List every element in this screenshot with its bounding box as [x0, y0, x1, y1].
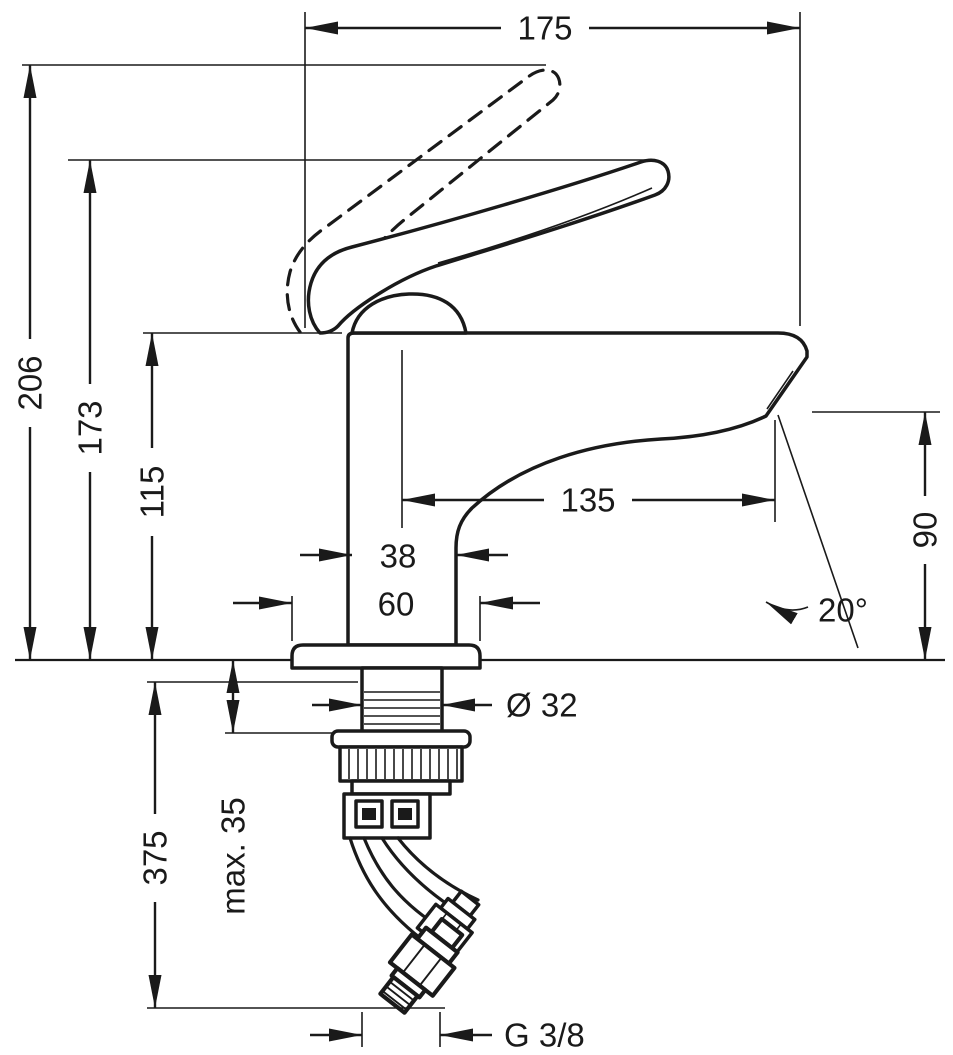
- dim-label-38: 38: [380, 538, 417, 575]
- mounting-nut: [338, 745, 464, 796]
- nut-knurl-lines: [348, 749, 458, 779]
- dim-label-max35: max. 35: [215, 797, 252, 914]
- dim-hose-connection: G 3/8: [310, 1012, 585, 1054]
- bracket-insert-right: [398, 808, 412, 820]
- aerator-face-line: [766, 370, 794, 410]
- dim-max-mounting-thickness: max. 35: [215, 660, 334, 915]
- dim-overall-height: 206: [12, 64, 546, 660]
- cartridge-dome: [350, 292, 468, 335]
- cartridge-dome-outline: [350, 292, 468, 335]
- dim-hose-length: 375: [137, 681, 445, 1009]
- dim-label-dia32: Ø 32: [506, 687, 578, 724]
- dim-body-width: 38: [300, 538, 508, 575]
- dim-spout-reach: 135: [401, 350, 776, 528]
- dim-label-206: 206: [12, 355, 49, 410]
- dim-label-375: 375: [137, 830, 174, 885]
- nut-step-outline: [350, 779, 452, 796]
- base-plate: [290, 643, 482, 670]
- dim-base-width: 60: [233, 586, 540, 641]
- angle-reference-line: [777, 414, 859, 649]
- mounting-washer: [330, 729, 472, 749]
- washer-outline: [330, 729, 472, 749]
- bracket-insert-left: [362, 808, 376, 820]
- dim-label-173: 173: [72, 400, 109, 455]
- hose-2-edge2: [348, 836, 430, 946]
- faucet-object: [285, 68, 809, 1015]
- hose-connector-lower: [378, 916, 465, 1015]
- hose-1-edge: [396, 836, 480, 902]
- dim-shank-diameter: Ø 32: [312, 687, 578, 724]
- lever-handle-solid: [306, 158, 671, 335]
- dim-overall-depth: 175: [304, 10, 801, 328]
- dim-label-135: 135: [560, 482, 615, 519]
- lever-ridge-line: [437, 187, 653, 264]
- dim-label-90: 90: [907, 512, 944, 549]
- angle-arc-arrow: [765, 601, 809, 625]
- base-plate-outline: [290, 643, 482, 670]
- lever-solid-outline: [306, 158, 671, 335]
- dim-spout-height: 115: [134, 332, 342, 660]
- dim-label-20deg: 20°: [818, 592, 868, 629]
- shank-thread-lines: [364, 691, 440, 725]
- dim-height-to-spout-top: 173: [68, 159, 648, 660]
- dim-label-g38: G 3/8: [504, 1017, 585, 1054]
- dim-outlet-angle: 20°: [765, 414, 868, 649]
- mounting-shank: [360, 666, 444, 735]
- dim-label-60: 60: [378, 586, 415, 623]
- dim-outlet-height: 90: [812, 411, 944, 660]
- dim-label-115: 115: [134, 466, 171, 519]
- dim-label-175: 175: [517, 10, 572, 47]
- hose-bracket: [342, 792, 432, 840]
